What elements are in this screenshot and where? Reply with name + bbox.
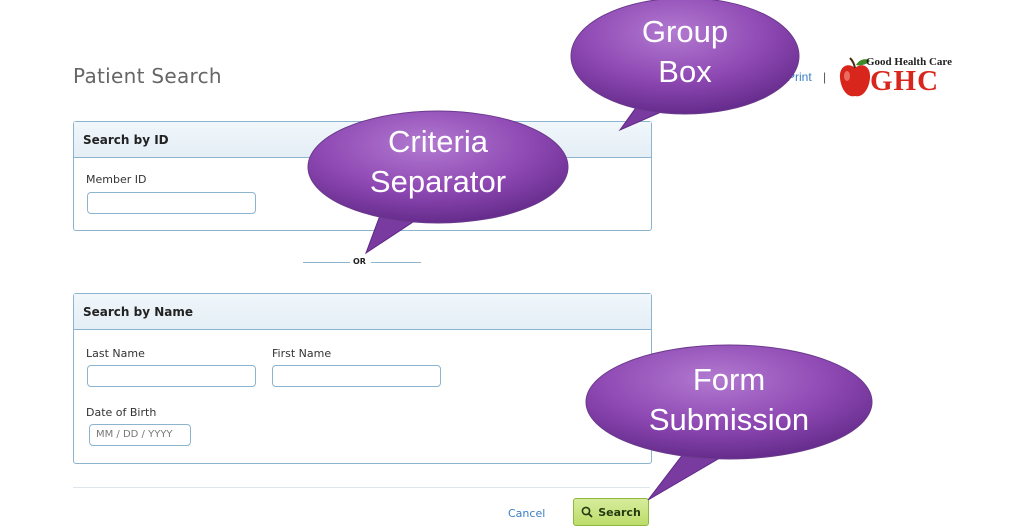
callout-group-box-line1: Group [641, 14, 729, 49]
footer-divider [73, 487, 650, 488]
first-name-input[interactable] [272, 365, 441, 387]
page-title: Patient Search [73, 64, 222, 88]
callout-submission-text: Form Submission [599, 360, 859, 440]
cancel-link[interactable]: Cancel [508, 507, 546, 520]
search-by-name-group: Search by Name Last Name First Name Date… [73, 293, 652, 464]
member-id-label: Member ID [86, 173, 147, 186]
separator-line-left [303, 262, 350, 263]
ghc-logo: Good Health Care GHC [838, 54, 968, 100]
header-divider: | [823, 70, 827, 84]
callout-separator-text: Criteria Separator [328, 122, 548, 202]
dob-input[interactable]: MM / DD / YYYY [89, 424, 191, 446]
group-header-name: Search by Name [74, 294, 651, 330]
first-name-label: First Name [272, 347, 332, 360]
last-name-input[interactable] [87, 365, 256, 387]
member-id-input[interactable] [87, 192, 256, 214]
print-link[interactable]: Print [787, 70, 812, 84]
separator-label: OR [353, 257, 366, 266]
callout-separator-line2: Separator [369, 164, 507, 199]
callout-submission-line2: Submission [648, 402, 810, 437]
separator-line-right [371, 262, 421, 263]
search-button-label: Search [598, 505, 641, 519]
last-name-label: Last Name [86, 347, 145, 360]
callout-group-box-text: Group Box [585, 12, 785, 92]
dob-label: Date of Birth [86, 406, 157, 419]
callout-submission-line1: Form [692, 362, 766, 397]
logo-tagline: Good Health Care [866, 56, 952, 68]
search-icon [581, 506, 593, 518]
criteria-separator: OR [303, 257, 421, 269]
logo-mark: GHC [870, 65, 940, 97]
search-button[interactable]: Search [573, 498, 649, 526]
callout-separator-line1: Criteria [388, 124, 488, 159]
callout-group-box-line2: Box [658, 54, 712, 89]
apple-icon [839, 57, 871, 97]
